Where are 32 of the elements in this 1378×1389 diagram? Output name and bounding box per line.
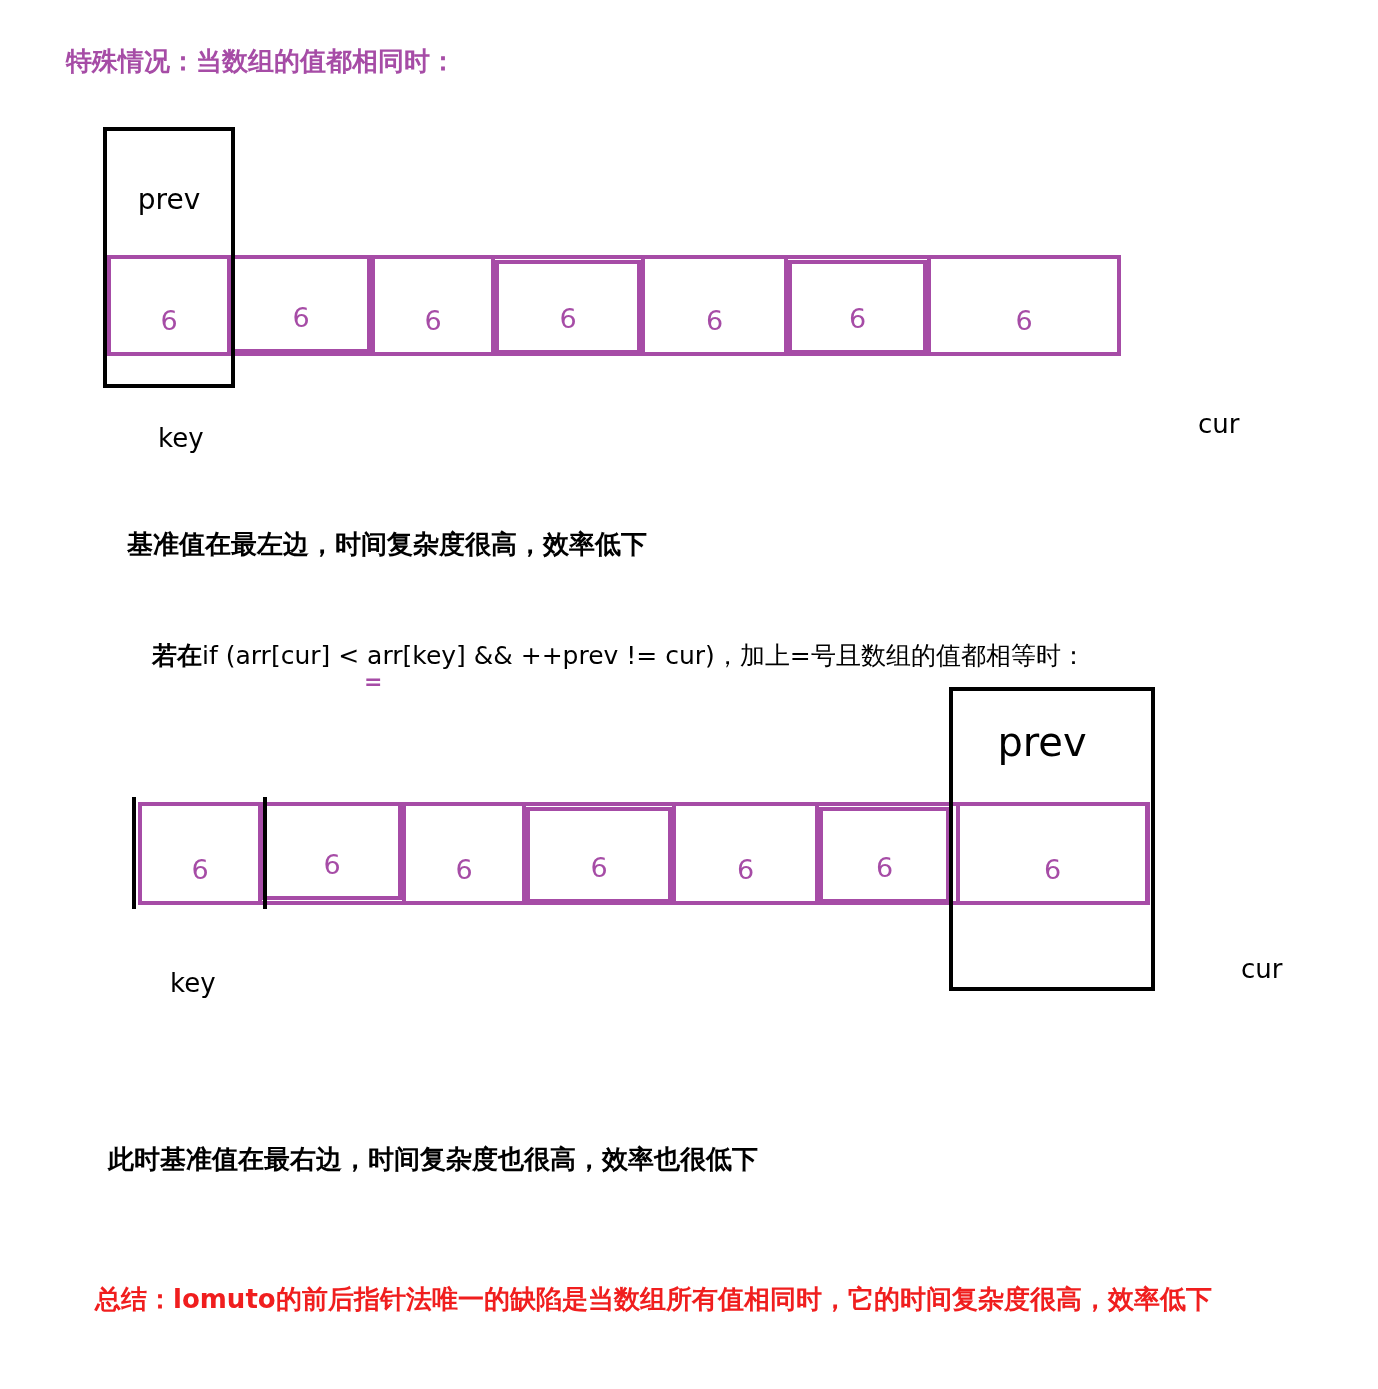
- cell-value: 6: [848, 305, 867, 332]
- equals-sign: =: [364, 669, 383, 696]
- cell-value: 6: [590, 854, 608, 881]
- pointer-box: [103, 127, 235, 388]
- cell-value: 6: [424, 307, 442, 334]
- cell-value: 6: [736, 856, 755, 883]
- cell-value: 6: [559, 305, 577, 332]
- pointer-label: prev: [136, 183, 202, 216]
- cell-value: 6: [160, 307, 178, 334]
- cell-value: 6: [191, 856, 209, 883]
- array-cell: [819, 807, 950, 903]
- title: 特殊情况：当数组的值都相同时：: [66, 45, 456, 78]
- note-text: 基准值在最左边，时间复杂度很高，效率低下: [127, 528, 647, 561]
- pointer-box: [949, 687, 1155, 991]
- cell-value: 6: [1043, 856, 1062, 883]
- cell-value: 6: [455, 856, 473, 883]
- cell-value: 6: [292, 304, 310, 331]
- cell-value: 6: [705, 307, 724, 334]
- pointer-name: cur: [1198, 408, 1240, 441]
- code-condition: 若在if (arr[cur] < arr[key] && ++prev != cur)，加上=号且数组的值都相等时：: [152, 640, 1086, 672]
- summary-text: 总结：lomuto的前后指针法唯一的缺陷是当数组所有值相同时，它的时间复杂度很高，效率低下: [95, 1283, 1212, 1316]
- array-cell: [526, 807, 672, 903]
- pointer-label: prev: [996, 719, 1088, 765]
- note-text: 此时基准值在最右边，时间复杂度也很高，效率也很低下: [108, 1143, 758, 1176]
- pointer-name: key: [158, 422, 204, 455]
- pointer-name: key: [170, 967, 216, 1000]
- array-cell: [788, 260, 927, 354]
- array-cell: [495, 260, 641, 354]
- cell-value: 6: [875, 854, 894, 881]
- cell-value: 6: [1015, 307, 1033, 334]
- cell-value: 6: [323, 851, 341, 878]
- pointer-name: cur: [1241, 953, 1283, 986]
